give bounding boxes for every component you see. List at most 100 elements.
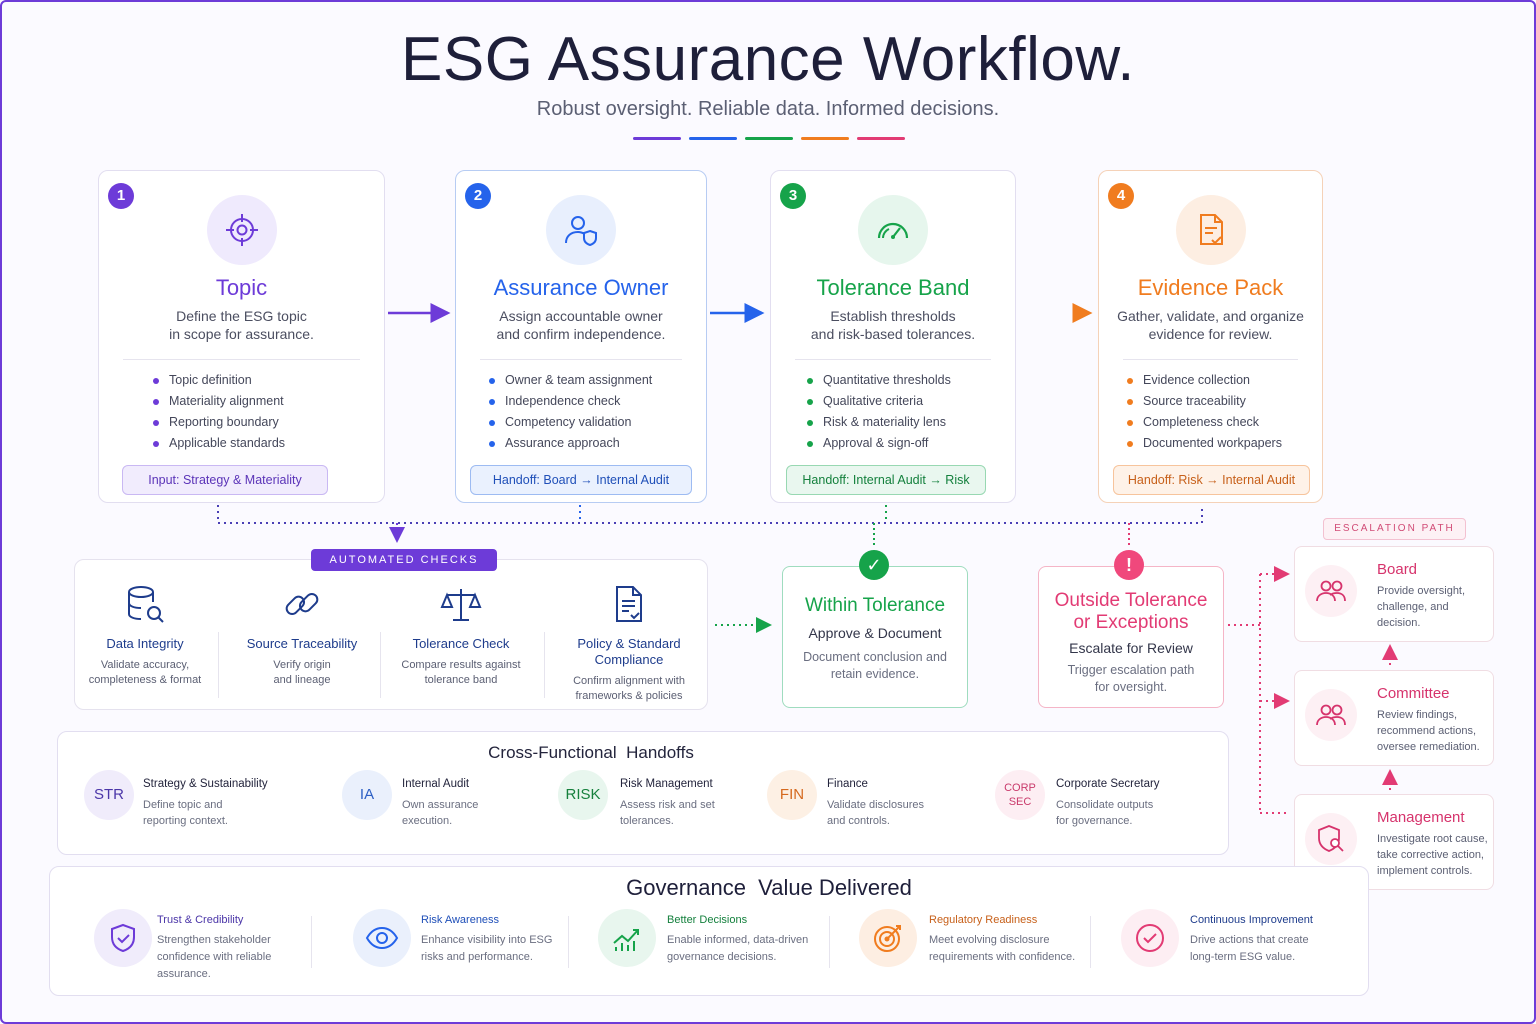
check-description: Validate accuracy, completeness & format — [88, 659, 202, 686]
outcome-description: Document conclusion and retain evidence. — [803, 650, 947, 681]
document-check-icon — [1175, 195, 1246, 265]
governance-title: Governance Value Delivered — [626, 875, 912, 900]
handoff-title: Risk Management — [620, 778, 713, 790]
escalation-branch — [1228, 574, 1261, 813]
handoff-node-fin: FIN — [767, 770, 817, 820]
bus-line — [217, 505, 1203, 524]
handoff-node-str: STR — [84, 770, 134, 820]
page-title: ESG Assurance Workflow. — [401, 25, 1135, 94]
check-description: Confirm alignment with frameworks & poli… — [573, 675, 685, 702]
check-description: Compare results against tolerance band — [401, 659, 521, 686]
list-item: Risk & materiality lens — [805, 412, 951, 433]
check-source-traceability: Source Traceability Verify origin and li… — [237, 582, 367, 688]
target-icon — [206, 195, 277, 265]
step-handoff-pill: Handoff: Board → Internal Audit — [470, 465, 692, 495]
divider — [544, 632, 545, 698]
group-icon — [1305, 565, 1357, 617]
within-tolerance-card[interactable]: Within Tolerance Approve & Document Docu… — [782, 566, 968, 708]
escalation-title: Management — [1377, 809, 1465, 826]
rule-purple — [633, 137, 681, 140]
handoff-description: Consolidate outputs for governance. — [1056, 799, 1154, 827]
step-checklist: Topic definition Materiality alignment R… — [151, 370, 285, 454]
outside-tolerance-card[interactable]: Outside Tolerance or Exceptions Escalate… — [1038, 566, 1224, 708]
check-policy-compliance: Policy & Standard Compliance Confirm ali… — [560, 582, 698, 704]
list-item: Qualitative criteria — [805, 391, 951, 412]
link-icon — [237, 582, 367, 628]
step-card-topic[interactable]: 1 Topic Define the ESG topic in scope fo… — [98, 170, 385, 503]
check-description: Verify origin and lineage — [273, 659, 331, 686]
list-item: Evidence collection — [1125, 370, 1282, 391]
check-title: Policy & Standard Compliance — [577, 636, 681, 667]
bullseye-icon — [859, 909, 917, 967]
list-item: Source traceability — [1125, 391, 1282, 412]
escalation-description: Provide oversight, challenge, and decisi… — [1377, 585, 1466, 629]
escalation-description: Review findings, recommend actions, over… — [1377, 709, 1480, 753]
value-title: Continuous Improvement — [1190, 914, 1313, 926]
list-item: Documented workpapers — [1125, 433, 1282, 454]
step-description: Gather, validate, and organize evidence … — [1117, 308, 1304, 342]
database-search-icon — [80, 582, 210, 628]
step-number-badge: 1 — [108, 183, 134, 209]
step-handoff-pill: Handoff: Risk → Internal Audit — [1113, 465, 1310, 495]
list-item: Reporting boundary — [151, 412, 285, 433]
handoff-title: Internal Audit — [402, 778, 470, 790]
shield-search-icon — [1305, 813, 1357, 865]
escalation-title: Board — [1377, 561, 1418, 578]
value-description: Meet evolving disclosure requirements wi… — [929, 934, 1076, 963]
list-item: Owner & team assignment — [487, 370, 652, 391]
step-card-tolerance-band[interactable]: 3 Tolerance Band Establish thresholds an… — [770, 170, 1016, 503]
escalation-title: Committee — [1377, 685, 1450, 702]
value-description: Strengthen stakeholder confidence with r… — [157, 934, 272, 980]
handoff-title: Corporate Secretary — [1056, 778, 1160, 790]
value-description: Enable informed, data-driven governance … — [667, 934, 809, 963]
handoff-node-corp-sec: CORP SEC — [995, 770, 1045, 820]
list-item: Approval & sign-off — [805, 433, 951, 454]
handoff-title: Finance — [827, 778, 868, 790]
list-item: Applicable standards — [151, 433, 285, 454]
cross-functional-title: Cross-Functional Handoffs — [488, 743, 694, 762]
trend-chart-icon — [598, 909, 656, 967]
value-title: Risk Awareness — [421, 914, 500, 926]
escalation-board-card[interactable]: Board Provide oversight, challenge, and … — [1294, 546, 1494, 642]
step-card-assurance-owner[interactable]: 2 Assurance Owner Assign accountable own… — [455, 170, 707, 503]
divider — [568, 916, 569, 968]
step-title: Tolerance Band — [816, 275, 970, 300]
escalation-committee-card[interactable]: Committee Review findings, recommend act… — [1294, 670, 1494, 766]
step-handoff-pill: Input: Strategy & Materiality — [122, 465, 328, 495]
list-item: Quantitative thresholds — [805, 370, 951, 391]
handoff-node-risk: RISK — [558, 770, 608, 820]
list-item: Topic definition — [151, 370, 285, 391]
exclamation-icon: ! — [1114, 550, 1144, 580]
list-item: Independence check — [487, 391, 652, 412]
handoff-description: Define topic and reporting context. — [143, 799, 228, 827]
step-description: Establish thresholds and risk-based tole… — [810, 308, 976, 342]
check-title: Source Traceability — [246, 636, 358, 651]
step-card-evidence-pack[interactable]: 4 Evidence Pack Gather, validate, and or… — [1098, 170, 1323, 503]
gauge-icon — [858, 195, 928, 265]
step-number-badge: 3 — [780, 183, 806, 209]
check-title: Tolerance Check — [412, 636, 510, 651]
step-handoff-pill: Handoff: Internal Audit → Risk — [786, 465, 986, 495]
outcome-description: Trigger escalation path for oversight. — [1067, 663, 1195, 694]
list-item: Assurance approach — [487, 433, 652, 454]
rule-green — [745, 137, 793, 140]
automated-checks-tag: AUTOMATED CHECKS — [311, 549, 497, 571]
step-checklist: Owner & team assignment Independence che… — [487, 370, 652, 454]
check-title: Data Integrity — [106, 636, 184, 651]
step-title: Assurance Owner — [493, 275, 669, 300]
list-item: Materiality alignment — [151, 391, 285, 412]
divider — [1090, 916, 1091, 968]
divider — [829, 916, 830, 968]
policy-document-icon — [560, 582, 698, 628]
divider — [123, 359, 360, 360]
divider — [311, 916, 312, 968]
escalation-path-tag: ESCALATION PATH — [1323, 518, 1466, 540]
step-title: Topic — [215, 275, 268, 300]
escalation-description: Investigate root cause, take corrective … — [1377, 833, 1488, 877]
value-title: Regulatory Readiness — [929, 914, 1038, 926]
shield-check-icon — [94, 909, 152, 967]
page-subtitle: Robust oversight. Reliable data. Informe… — [536, 98, 1000, 120]
rule-orange — [801, 137, 849, 140]
outcome-action: Escalate for Review — [1069, 640, 1193, 656]
divider — [380, 632, 381, 698]
